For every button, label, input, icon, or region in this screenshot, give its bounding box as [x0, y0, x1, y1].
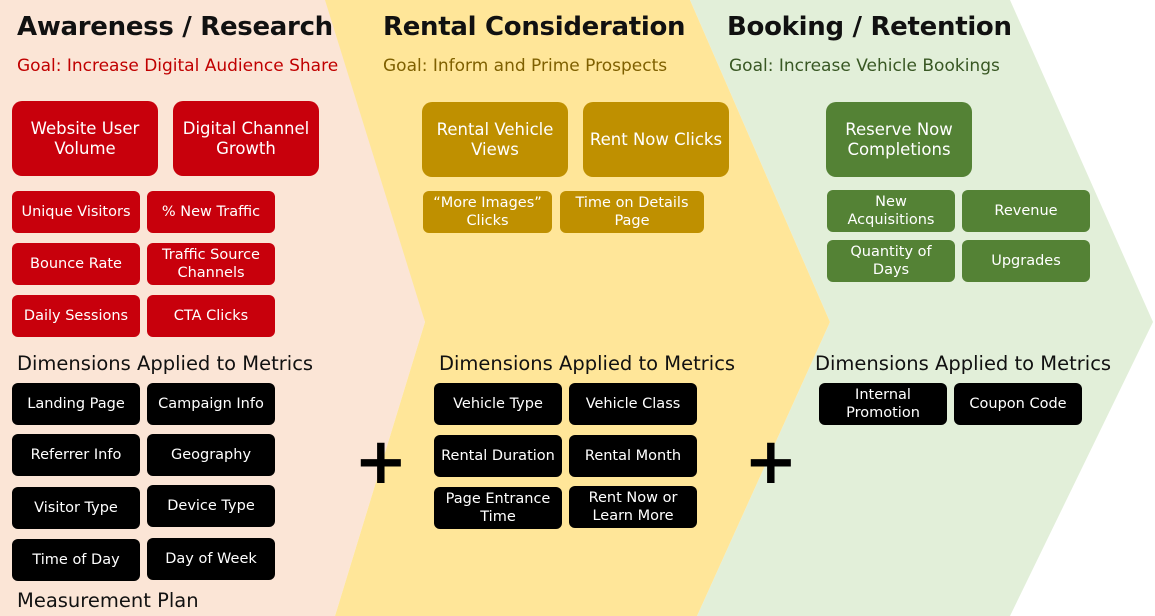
dimension-landing-page: Landing Page	[12, 383, 140, 425]
awareness-goal: Goal: Increase Digital Audience Share	[17, 56, 339, 76]
dimension-page-entrance-time: Page Entrance Time	[434, 487, 562, 529]
consideration-dimensions-heading: Dimensions Applied to Metrics	[439, 352, 736, 375]
metric-traffic-source-channels: Traffic Source Channels	[147, 243, 275, 285]
metric-new-acquisitions: New Acquisitions	[827, 190, 955, 232]
dimension-visitor-type: Visitor Type	[12, 487, 140, 529]
metric-more-images-clicks: “More Images” Clicks	[423, 191, 552, 233]
metric-new-traffic: % New Traffic	[147, 191, 275, 233]
metric-time-on-details-page: Time on Details Page	[560, 191, 704, 233]
dimension-vehicle-type: Vehicle Type	[434, 383, 562, 425]
metric-unique-visitors: Unique Visitors	[12, 191, 140, 233]
dimension-day-of-week: Day of Week	[147, 538, 275, 580]
metric-website-user-volume: Website User Volume	[12, 101, 158, 176]
dimension-internal-promotion: Internal Promotion	[819, 383, 947, 425]
dimension-rent-now-or-learn-more: Rent Now or Learn More	[569, 486, 697, 528]
dimension-campaign-info: Campaign Info	[147, 383, 275, 425]
awareness-title: Awareness / Research	[17, 12, 333, 42]
dimension-geography: Geography	[147, 434, 275, 476]
consideration-goal: Goal: Inform and Prime Prospects	[383, 56, 668, 76]
metric-upgrades: Upgrades	[962, 240, 1090, 282]
booking-goal: Goal: Increase Vehicle Bookings	[729, 56, 1000, 76]
dimension-referrer-info: Referrer Info	[12, 434, 140, 476]
booking-title: Booking / Retention	[727, 12, 1012, 42]
metric-daily-sessions: Daily Sessions	[12, 295, 140, 337]
dimension-rental-duration: Rental Duration	[434, 435, 562, 477]
metric-cta-clicks: CTA Clicks	[147, 295, 275, 337]
metric-digital-channel-growth: Digital Channel Growth	[173, 101, 319, 176]
dimension-coupon-code: Coupon Code	[954, 383, 1082, 425]
dimension-vehicle-class: Vehicle Class	[569, 383, 697, 425]
metric-revenue: Revenue	[962, 190, 1090, 232]
dimension-time-of-day: Time of Day	[12, 539, 140, 581]
metric-rent-now-clicks: Rent Now Clicks	[583, 102, 729, 177]
metric-rental-vehicle-views: Rental Vehicle Views	[422, 102, 568, 177]
measurement-plan-label: Measurement Plan	[17, 589, 199, 612]
plus-sign: +	[354, 425, 408, 499]
metric-reserve-now-completions: Reserve Now Completions	[826, 102, 972, 177]
awareness-dimensions-heading: Dimensions Applied to Metrics	[17, 352, 314, 375]
plus-sign: +	[744, 425, 798, 499]
booking-chevron	[690, 0, 1153, 616]
booking-dimensions-heading: Dimensions Applied to Metrics	[815, 352, 1112, 375]
consideration-title: Rental Consideration	[383, 12, 686, 42]
metric-bounce-rate: Bounce Rate	[12, 243, 140, 285]
dimension-rental-month: Rental Month	[569, 435, 697, 477]
dimension-device-type: Device Type	[147, 485, 275, 527]
metric-quantity-of-days: Quantity of Days	[827, 240, 955, 282]
